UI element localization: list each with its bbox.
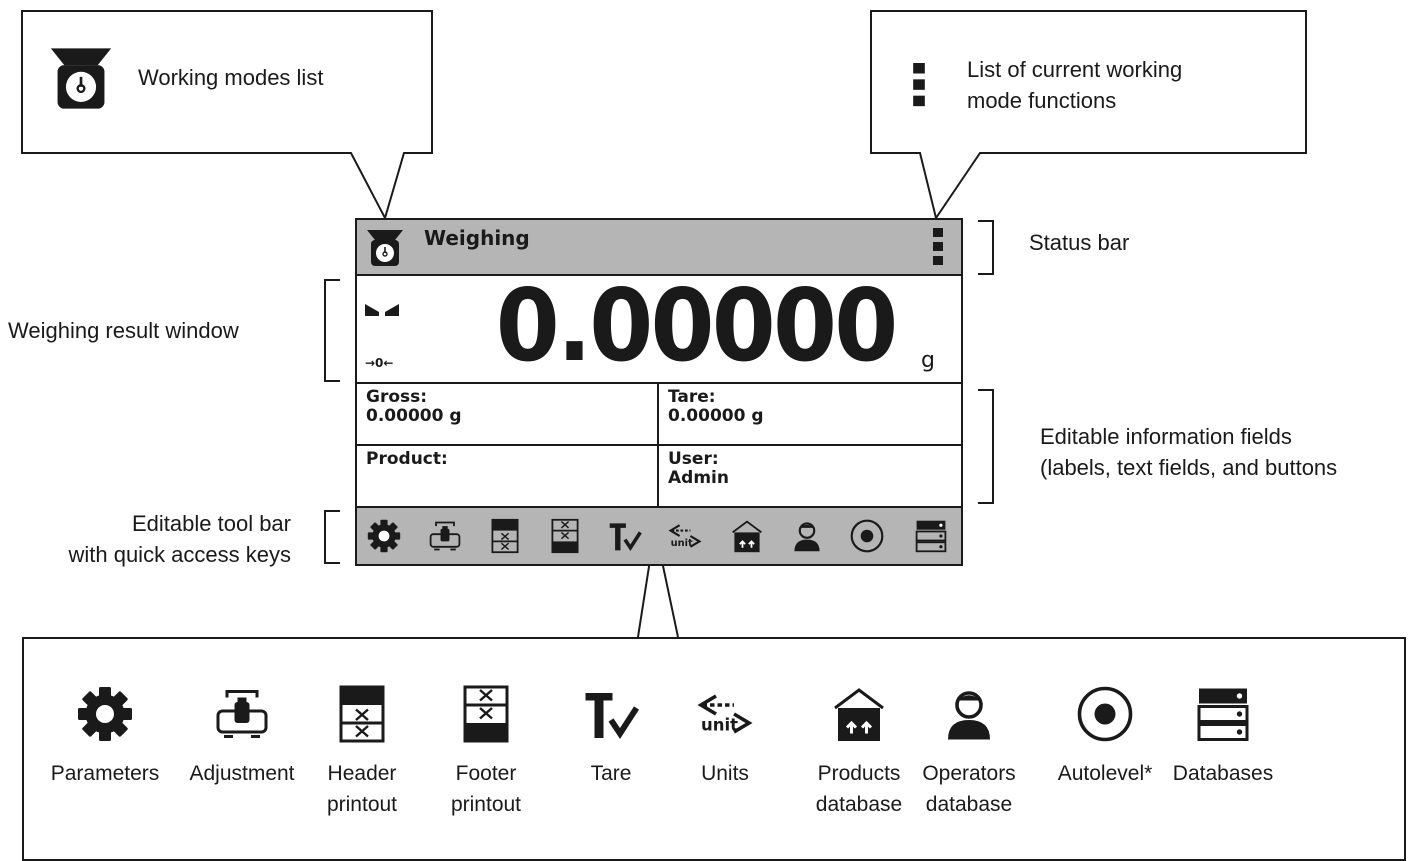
result-unit: g bbox=[921, 348, 935, 373]
operators-database-icon[interactable] bbox=[789, 518, 825, 554]
legend-label: Header printout bbox=[326, 762, 398, 816]
legend-item-adjustment: Adjustment bbox=[177, 684, 307, 789]
status-bar-label: Status bar bbox=[1029, 230, 1130, 255]
working-modes-button[interactable] bbox=[365, 226, 405, 270]
legend-item-header-printout: Header printout bbox=[297, 684, 427, 820]
header-printout-icon bbox=[339, 685, 385, 743]
legend-item-autolevel: Autolevel* bbox=[1040, 684, 1170, 789]
legend-item-operators-database: Operators database bbox=[904, 684, 1034, 820]
databases-icon bbox=[1197, 687, 1249, 741]
legend-label: Databases bbox=[1172, 762, 1274, 785]
product-label: Product: bbox=[366, 449, 448, 469]
result-window-label: Weighing result window bbox=[8, 318, 239, 343]
adjustment-icon[interactable] bbox=[427, 518, 463, 554]
legend-label: Parameters bbox=[50, 762, 160, 785]
autolevel-icon bbox=[1077, 686, 1133, 742]
legend-item-units: Units bbox=[660, 684, 790, 789]
tare-icon bbox=[581, 684, 641, 744]
tare-label: Tare: bbox=[668, 387, 716, 407]
products-database-icon[interactable] bbox=[729, 518, 765, 554]
weighing-result-window: →0← 0.00000 g bbox=[357, 267, 961, 384]
units-icon bbox=[699, 694, 751, 737]
legend-item-products-database: Products database bbox=[794, 684, 924, 820]
legend-item-parameters: Parameters bbox=[40, 684, 170, 789]
result-value: 0.00000 bbox=[495, 267, 897, 384]
toolbar-legend: Parameters Adjustment Header printout Fo… bbox=[22, 637, 1406, 861]
functions-callout-line1: List of current working bbox=[967, 57, 1183, 82]
legend-label: Products database bbox=[815, 762, 903, 816]
header-printout-icon[interactable] bbox=[487, 518, 523, 554]
legend-item-databases: Databases bbox=[1158, 684, 1288, 789]
legend-item-tare: Tare bbox=[546, 684, 676, 789]
legend-label: Operators database bbox=[922, 762, 1016, 816]
footer-printout-icon[interactable] bbox=[547, 518, 583, 554]
user-value: Admin bbox=[668, 468, 729, 488]
footer-printout-icon bbox=[463, 685, 509, 743]
legend-label: Units bbox=[701, 762, 749, 785]
status-bar: Weighing bbox=[357, 220, 961, 276]
legend-label: Footer printout bbox=[450, 762, 522, 816]
stability-icon bbox=[365, 304, 399, 316]
legend-label: Adjustment bbox=[189, 762, 295, 785]
gross-field[interactable]: Gross: 0.00000 g bbox=[357, 384, 659, 446]
functions-menu-button[interactable] bbox=[932, 226, 944, 266]
gross-value: 0.00000 g bbox=[366, 406, 462, 426]
tare-value: 0.00000 g bbox=[668, 406, 764, 426]
info-fields-label-line2: (labels, text fields, and buttons bbox=[1040, 455, 1338, 480]
gear-icon bbox=[78, 687, 132, 741]
toolbar-label-line1: Editable tool bar bbox=[132, 511, 291, 536]
menu-dots-icon bbox=[913, 63, 925, 107]
units-icon[interactable] bbox=[667, 518, 703, 554]
products-database-icon bbox=[833, 688, 885, 743]
gross-label: Gross: bbox=[366, 387, 428, 407]
adjustment-icon bbox=[216, 690, 268, 740]
user-field[interactable]: User: Admin bbox=[659, 446, 961, 506]
zero-indicator: →0← bbox=[365, 356, 394, 370]
functions-callout-line2: mode functions bbox=[967, 88, 1117, 113]
tare-field[interactable]: Tare: 0.00000 g bbox=[659, 384, 961, 446]
working-modes-callout: Working modes list bbox=[138, 65, 324, 90]
legend-label: Autolevel* bbox=[1057, 762, 1153, 785]
user-label: User: bbox=[668, 449, 719, 469]
product-field[interactable]: Product: bbox=[357, 446, 659, 506]
autolevel-icon[interactable] bbox=[849, 518, 885, 554]
tare-icon[interactable] bbox=[607, 518, 643, 554]
info-fields-label-line1: Editable information fields bbox=[1040, 424, 1292, 449]
mode-title: Weighing bbox=[424, 226, 530, 250]
scale-icon bbox=[49, 46, 113, 111]
toolbar-label-line2: with quick access keys bbox=[68, 542, 291, 567]
legend-label: Tare bbox=[590, 762, 632, 785]
operators-database-icon bbox=[946, 691, 992, 742]
legend-item-footer-printout: Footer printout bbox=[421, 684, 551, 820]
info-fields: Gross: 0.00000 g Tare: 0.00000 g Product… bbox=[357, 384, 961, 506]
gear-icon[interactable] bbox=[366, 518, 402, 554]
tool-bar bbox=[357, 506, 961, 564]
device-screen: Weighing →0← 0.00000 g Gross: 0.00000 g … bbox=[355, 218, 963, 566]
databases-icon[interactable] bbox=[913, 518, 949, 554]
